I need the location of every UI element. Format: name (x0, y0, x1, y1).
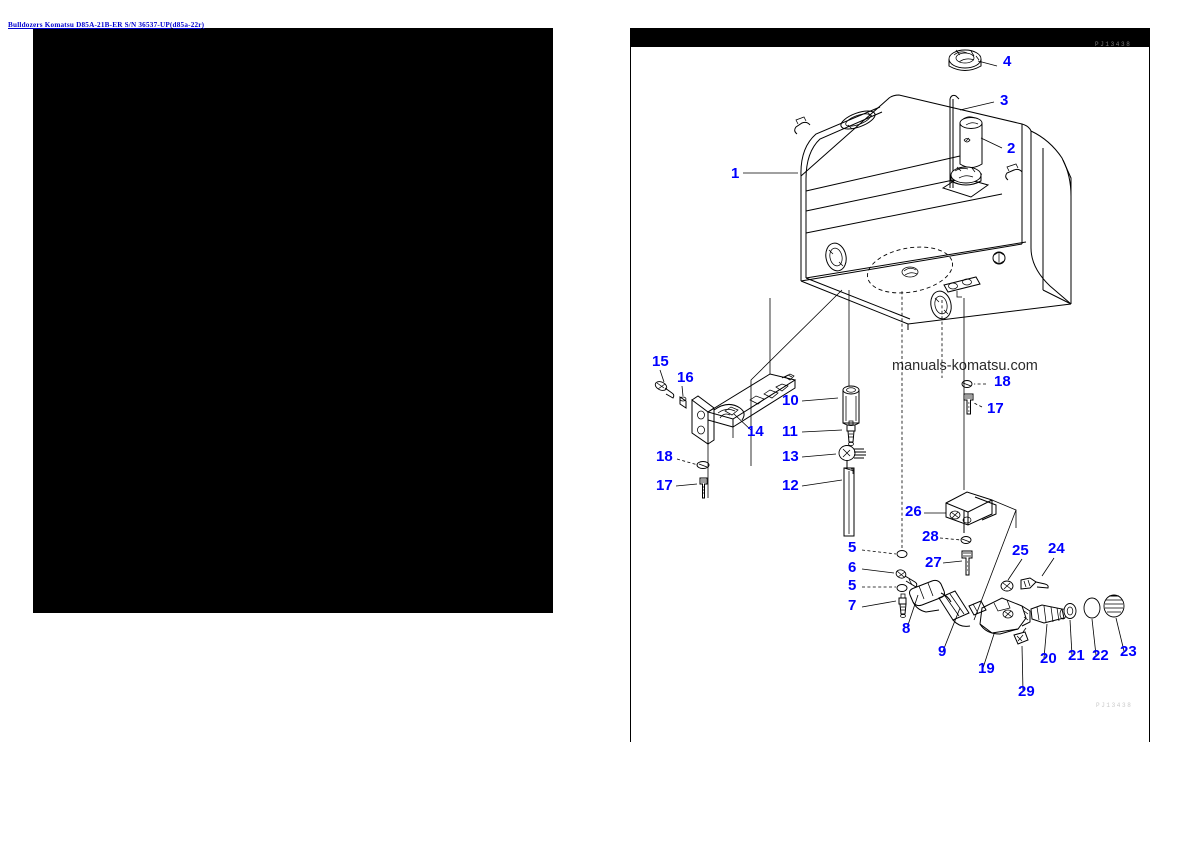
callout-18a: 18 (656, 448, 673, 465)
callout-9: 9 (938, 643, 946, 660)
site-watermark: manuals-komatsu.com (892, 358, 1038, 374)
callout-14: 14 (747, 423, 764, 440)
callout-15: 15 (652, 353, 669, 370)
callout-24: 24 (1048, 540, 1065, 557)
tank-top-filler-boss (941, 166, 990, 198)
callout-2: 2 (1007, 140, 1015, 157)
part-7-elbow-fitting (898, 593, 907, 618)
page-header-bar (630, 28, 1150, 47)
callout-21: 21 (1068, 647, 1085, 664)
part-17b-bolt (963, 393, 974, 415)
callout-13: 13 (782, 448, 799, 465)
part-13-strainer-elbow (838, 445, 866, 468)
part-29-clamp (1013, 627, 1029, 645)
page-code-top-right: PJ13438 (1095, 41, 1132, 48)
catalog-title-link[interactable]: Bulldozers Komatsu D85A-21B-ER S/N 36537… (8, 21, 205, 29)
callout-20: 20 (1040, 650, 1057, 667)
part-10-breather (842, 385, 860, 426)
callout-7: 7 (848, 597, 856, 614)
part-5a-washer (896, 550, 908, 558)
catalog-preview-panel (33, 28, 553, 613)
part-21-o-ring (1063, 603, 1077, 619)
callout-6: 6 (848, 559, 856, 576)
callout-4: 4 (1003, 53, 1012, 70)
part-1-fuel-tank (794, 94, 1072, 330)
callout-22: 22 (1092, 647, 1109, 664)
callout-29: 29 (1018, 683, 1035, 700)
part-25-washer (1000, 580, 1014, 592)
part-11-joint (846, 420, 856, 446)
callout-17a: 17 (656, 477, 673, 494)
callout-28: 28 (922, 528, 939, 545)
part-24-bolt (1020, 577, 1049, 590)
part-17a-bolt (699, 477, 708, 499)
assembly-guide-lines (707, 289, 1017, 621)
callout-23: 23 (1120, 643, 1137, 660)
callout-11: 11 (782, 423, 798, 440)
callout-5a: 5 (848, 539, 856, 556)
part-4-filler-cap (948, 49, 982, 71)
callout-27: 27 (925, 554, 942, 571)
page-right-border (1148, 28, 1150, 742)
callout-18b: 18 (994, 373, 1011, 390)
callout-26: 26 (905, 503, 922, 520)
part-23-cap (1103, 594, 1125, 618)
part-26-mounting-bracket (945, 491, 997, 533)
callout-19: 19 (978, 660, 995, 677)
part-15-washer (654, 381, 675, 399)
part-5b-washer (896, 584, 908, 592)
part-16-pin (679, 396, 687, 409)
callout-10: 10 (782, 392, 799, 409)
part-2-filler-strainer (959, 116, 983, 168)
callout-5b: 5 (848, 577, 856, 594)
callout-17b: 17 (987, 400, 1004, 417)
page-left-border (630, 28, 632, 742)
part-6-banjo-bolt (895, 569, 918, 588)
callout-12: 12 (782, 477, 799, 494)
callout-25: 25 (1012, 542, 1029, 559)
part-19-valve-body (979, 597, 1031, 635)
part-20-drain-valve (1030, 604, 1067, 624)
callout-3: 3 (1000, 92, 1008, 109)
part-27-bolt (961, 550, 973, 576)
part-14-mount-bracket (691, 373, 797, 445)
part-18b-washer (961, 380, 973, 388)
page-code-bottom-right: PJ13438 (1096, 702, 1133, 709)
callout-8: 8 (902, 620, 910, 637)
parts-diagram-page: PJ13438 PJ13438 manuals-komatsu.com (630, 28, 1150, 742)
fuel-tank-assembly-drawing: 1234565789101112131415161718171819202122… (652, 49, 1137, 700)
part-28-washer (960, 536, 972, 544)
callout-1: 1 (731, 165, 739, 182)
part-12-suction-pipe (843, 467, 855, 537)
part-18a-washer (696, 461, 710, 469)
part-22-seal-ring (1083, 597, 1101, 619)
callout-16: 16 (677, 369, 694, 386)
callout-leaders (659, 60, 1125, 692)
